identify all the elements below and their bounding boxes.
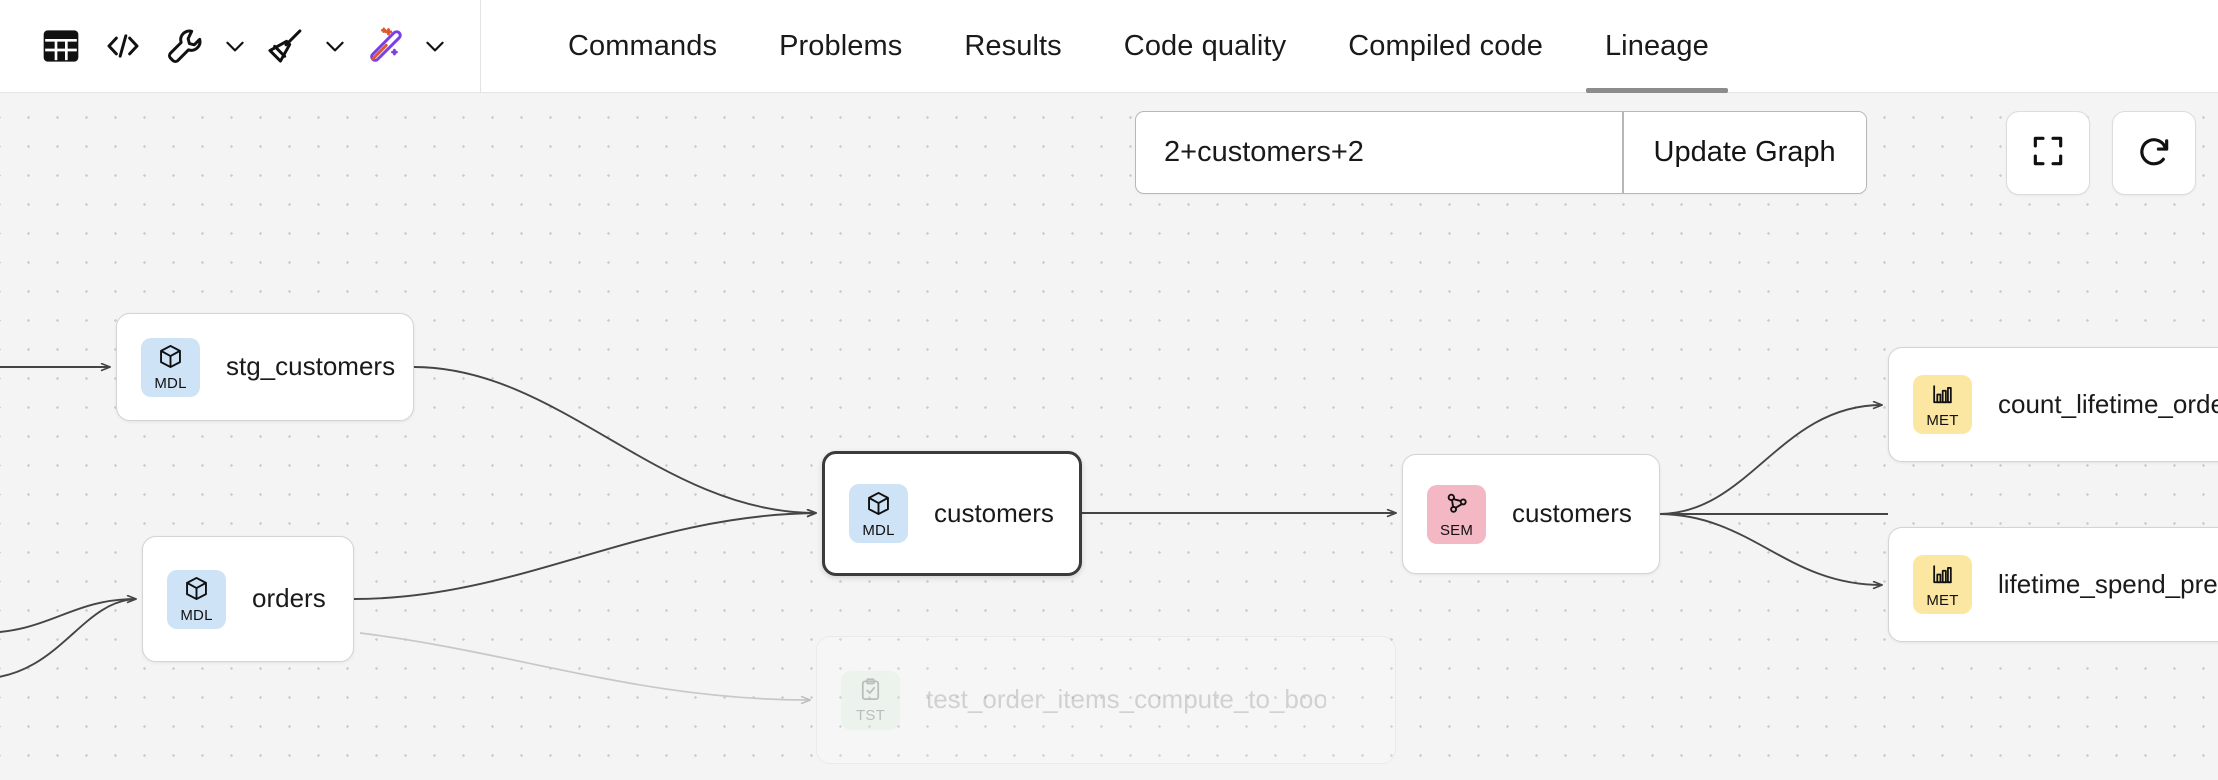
badge-label: MDL (862, 521, 895, 539)
refresh-icon (2135, 132, 2173, 175)
graph-node-customers-semantic[interactable]: SEM customers (1402, 454, 1660, 574)
node-type-badge-tst: TST (841, 670, 900, 730)
update-graph-button[interactable]: Update Graph (1623, 112, 1866, 193)
cube-icon (157, 343, 184, 375)
cube-icon (183, 575, 210, 607)
editor-tool-group (0, 0, 481, 93)
code-view-icon[interactable] (92, 15, 154, 77)
toolbar-divider (480, 0, 481, 93)
node-type-badge-sem: SEM (1427, 484, 1486, 544)
node-label: customers (1512, 498, 1632, 529)
node-label: count_lifetime_orders (1998, 388, 2218, 419)
wrench-chevron-down-icon[interactable] (216, 15, 254, 77)
node-label: customers (934, 497, 1054, 528)
graph-node-count-lifetime-orders[interactable]: MET count_lifetime_orders (1888, 347, 2218, 462)
tab-code-quality[interactable]: Code quality (1123, 29, 1287, 62)
graph-controls: Update Graph (1135, 111, 1867, 194)
badge-label: TST (856, 707, 885, 724)
broom-chevron-down-icon[interactable] (316, 15, 354, 77)
tab-results[interactable]: Results (964, 29, 1062, 62)
graph-node-customers-model[interactable]: MDL customers (822, 451, 1082, 576)
graph-selector-input[interactable] (1136, 112, 1622, 193)
table-view-icon[interactable] (30, 15, 92, 77)
node-type-badge-mdl: MDL (167, 569, 226, 629)
reset-graph-button[interactable] (2112, 111, 2196, 195)
clipboard-check-icon (858, 677, 883, 707)
badge-label: MDL (180, 607, 213, 624)
wrench-icon[interactable] (154, 15, 216, 77)
canvas-actions (2006, 111, 2196, 195)
bar-chart-icon (1930, 562, 1955, 592)
node-label: orders (252, 583, 326, 614)
node-label: stg_customers (226, 351, 395, 382)
controls-divider (1622, 112, 1624, 193)
node-type-badge-mdl: MDL (849, 484, 908, 543)
badge-label: MET (1926, 411, 1959, 429)
fit-view-button[interactable] (2006, 111, 2090, 195)
cube-icon (865, 490, 892, 522)
semantic-graph-icon (1443, 490, 1470, 522)
top-toolbar: Commands Problems Results Code quality C… (0, 0, 2218, 93)
badge-label: SEM (1439, 522, 1474, 539)
fit-view-icon (2029, 132, 2067, 175)
node-type-badge-met: MET (1913, 555, 1972, 614)
graph-node-stg-customers[interactable]: MDL stg_customers (116, 313, 414, 421)
magic-wand-chevron-down-icon[interactable] (416, 15, 454, 77)
graph-node-lifetime-spend-pretax[interactable]: MET lifetime_spend_pretax (1888, 527, 2218, 642)
badge-label: MET (1926, 591, 1959, 609)
node-type-badge-met: MET (1913, 375, 1972, 434)
graph-node-test-order-items[interactable]: TST test_order_items_compute_to_bools_co… (816, 636, 1396, 764)
tab-commands[interactable]: Commands (568, 29, 718, 62)
magic-wand-icon[interactable] (354, 15, 416, 77)
node-type-badge-mdl: MDL (141, 337, 200, 397)
tab-bar: Commands Problems Results Code quality C… (537, 0, 1740, 93)
tab-compiled-code[interactable]: Compiled code (1348, 29, 1543, 62)
graph-node-orders[interactable]: MDL orders (142, 536, 354, 662)
tab-lineage[interactable]: Lineage (1574, 0, 1740, 93)
badge-label: MDL (154, 375, 187, 392)
lineage-canvas[interactable]: Update Graph (0, 93, 2218, 780)
bar-chart-icon (1930, 382, 1955, 412)
tab-problems[interactable]: Problems (779, 29, 903, 62)
node-label: lifetime_spend_pretax (1998, 568, 2218, 599)
node-label: test_order_items_compute_to_bools_correc… (926, 684, 1326, 715)
broom-icon[interactable] (254, 15, 316, 77)
